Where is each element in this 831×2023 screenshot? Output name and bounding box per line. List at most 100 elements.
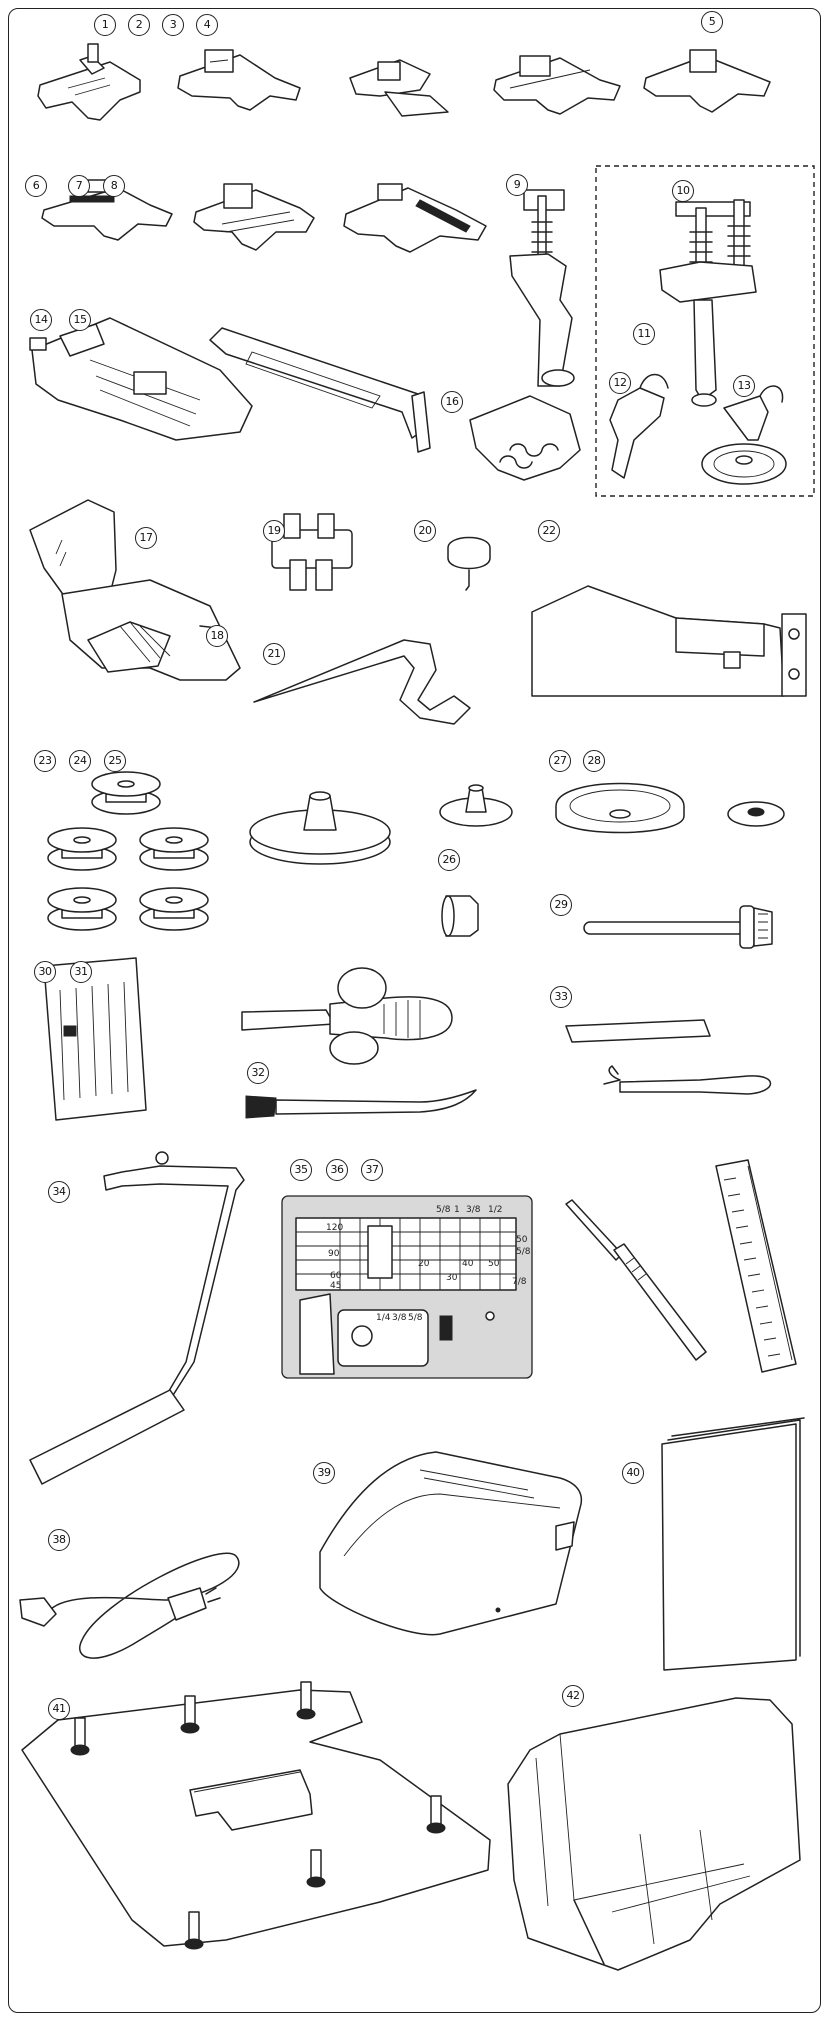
item-label-12: 12 (609, 372, 631, 394)
item-label-30: 30 (34, 961, 56, 983)
item-label-20: 20 (414, 520, 436, 542)
plate-mark-grid2-0: 30 (446, 1273, 458, 1283)
plate-mark-left-2: 60 (330, 1271, 342, 1281)
item-label-9: 9 (506, 174, 528, 196)
item-label-5: 5 (701, 11, 723, 33)
plate-mark-grid1-0: 20 (418, 1259, 430, 1269)
instruction-manual (661, 1417, 805, 1671)
quarter-inch-seam-foot (343, 183, 487, 253)
plate-mark-left-1: 90 (328, 1249, 340, 1259)
item-label-40: 40 (622, 1462, 644, 1484)
plate-mark-top-2: 3/8 (466, 1205, 481, 1215)
spool-pin-holder (441, 895, 479, 937)
seam-guide-plate (209, 327, 431, 453)
even-feed-foot (29, 499, 241, 681)
dust-cover (507, 1697, 801, 1971)
satin-stitch-foot (177, 49, 301, 111)
touch-panel-stylus (565, 1199, 707, 1361)
overcasting-foot (643, 49, 771, 113)
blind-hem-foot (349, 59, 449, 117)
item-label-25: 25 (104, 750, 126, 772)
plate-mark-insert-0: 1/4 (376, 1313, 391, 1323)
item-label-7: 7 (68, 175, 90, 197)
spool-cap-medium (555, 782, 685, 834)
item-label-13: 13 (733, 375, 755, 397)
spool-cap-small (727, 801, 785, 827)
item-label-21: 21 (263, 643, 285, 665)
foot-controller (319, 1451, 583, 1636)
plate-mark-right-1: 5/8 (516, 1247, 531, 1257)
plate-mark-insert-2: 5/8 (408, 1313, 423, 1323)
plate-mark-grid1-1: 40 (462, 1259, 474, 1269)
small-spool-holder (439, 784, 513, 827)
plate-mark-right-2: 7/8 (512, 1277, 527, 1287)
darning-foot (509, 189, 575, 387)
item-label-11: 11 (633, 323, 655, 345)
item-label-27: 27 (549, 750, 571, 772)
item-label-1: 1 (94, 14, 116, 36)
item-label-32: 32 (247, 1062, 269, 1084)
item-label-3: 3 (162, 14, 184, 36)
item-label-2: 2 (128, 14, 150, 36)
lint-brush (245, 1089, 477, 1119)
seam-ruler (715, 1159, 797, 1373)
item-label-29: 29 (550, 894, 572, 916)
additional-spool-pin (583, 905, 773, 949)
straight-stitch-needle-plate: 5/8 1 3/8 1/2 120 90 60 45 50 5/8 7/8 20… (281, 1195, 533, 1379)
item-label-26: 26 (438, 849, 460, 871)
free-motion-quilting-kit (595, 165, 815, 497)
bobbins (47, 771, 209, 931)
plate-mark-insert-1: 3/8 (392, 1313, 407, 1323)
item-label-38: 38 (48, 1529, 70, 1551)
extension-bracket (531, 585, 807, 697)
item-label-23: 23 (34, 750, 56, 772)
zigzag-foot (37, 43, 141, 121)
screwdriver (241, 967, 453, 1065)
button-sewing-foot (193, 183, 315, 251)
item-label-24: 24 (69, 750, 91, 772)
spool-pin-felt (447, 536, 491, 591)
item-label-31: 31 (70, 961, 92, 983)
item-label-42: 42 (562, 1685, 584, 1707)
plate-mark-top-0: 5/8 (436, 1205, 451, 1215)
item-label-17: 17 (135, 527, 157, 549)
knee-lifter (29, 1151, 245, 1485)
item-label-36: 36 (326, 1159, 348, 1181)
plate-mark-top-3: 1/2 (488, 1205, 502, 1215)
item-label-28: 28 (583, 750, 605, 772)
item-label-33: 33 (550, 986, 572, 1008)
item-label-15: 15 (69, 309, 91, 331)
item-label-35: 35 (290, 1159, 312, 1181)
item-label-37: 37 (361, 1159, 383, 1181)
plate-mark-right-0: 50 (516, 1235, 528, 1245)
page-frame (8, 8, 821, 2013)
item-label-16: 16 (441, 391, 463, 413)
needle-set (43, 957, 147, 1121)
quilting-guide-bar (271, 513, 353, 591)
plate-markings: 5/8 1 3/8 1/2 120 90 60 45 50 5/8 7/8 20… (326, 1205, 531, 1323)
zipper-foot (493, 55, 621, 115)
edge-guide-rod (253, 639, 471, 725)
large-spool-holder (249, 791, 391, 865)
quilting-foot-assembly (29, 317, 253, 441)
open-toe-satin-foot (469, 395, 581, 481)
item-label-10: 10 (672, 180, 694, 202)
extension-table (21, 1681, 491, 1950)
item-label-39: 39 (313, 1462, 335, 1484)
plate-mark-grid1-2: 50 (488, 1259, 500, 1269)
power-cord (19, 1552, 240, 1659)
item-label-14: 14 (30, 309, 52, 331)
seam-ripper (565, 1019, 771, 1095)
plate-mark-left-3: 45 (330, 1281, 341, 1291)
item-label-41: 41 (48, 1698, 70, 1720)
item-label-8: 8 (103, 175, 125, 197)
item-label-6: 6 (25, 175, 47, 197)
item-label-18: 18 (206, 625, 228, 647)
item-label-19: 19 (263, 520, 285, 542)
item-label-34: 34 (48, 1181, 70, 1203)
item-label-4: 4 (196, 14, 218, 36)
plate-mark-left-0: 120 (326, 1223, 343, 1233)
item-label-22: 22 (538, 520, 560, 542)
plate-mark-top-1: 1 (454, 1205, 460, 1215)
